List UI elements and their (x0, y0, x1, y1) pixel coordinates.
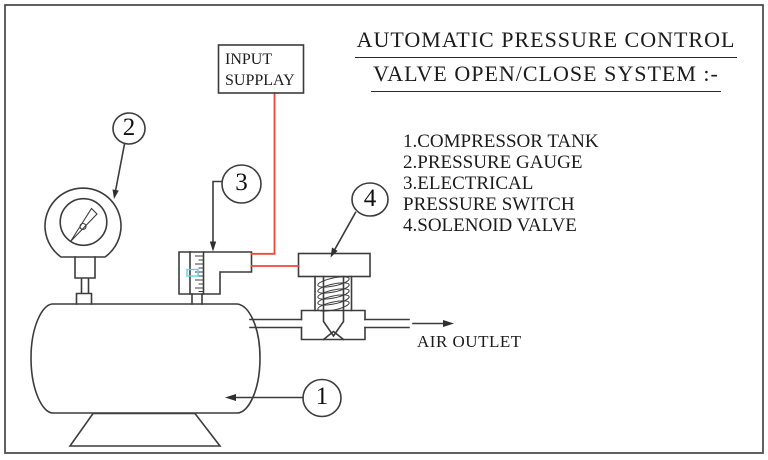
input-supply-label: INPUT SUPPLAY (225, 49, 299, 91)
legend-item-1: 1.COMPRESSOR TANK (403, 131, 599, 152)
balloon-1 (225, 378, 342, 418)
arrowhead-icon (112, 189, 119, 199)
legend-item-2: 2.PRESSURE GAUGE (403, 152, 583, 173)
legend-list: 1.COMPRESSOR TANK 2.PRESSURE GAUGE 3.ELE… (403, 131, 628, 236)
balloon-4 (330, 182, 389, 258)
switch-dividers (189, 251, 205, 295)
gauge-stem (74, 256, 96, 305)
input-supply-box (217, 44, 305, 94)
valve-seat (322, 330, 345, 341)
switch-stem (191, 293, 203, 305)
valve-needle (322, 275, 345, 338)
balloon-2-circle (112, 112, 146, 145)
valve-outlet-pipe (364, 318, 410, 329)
legend-item-3: 3.ELECTRICAL PRESSURE SWITCH (403, 173, 575, 215)
air-outlet-arrow-icon (412, 320, 454, 327)
diagram-title-line2: VALVE OPEN/CLOSE SYSTEM :- (371, 58, 721, 92)
legend-item-4: 4.SOLENOID VALVE (403, 215, 577, 236)
air-outlet-label: AIR OUTLET (417, 332, 522, 351)
balloon-2-number: 2 (122, 113, 136, 141)
supply-to-switch-wire (250, 92, 276, 255)
arrowhead-icon (225, 394, 236, 401)
valve-spring (317, 276, 350, 312)
switch-setpoint-marker (186, 268, 199, 277)
input-supply-line1: INPUT (225, 51, 273, 68)
electrical-wires (250, 92, 300, 267)
diagram-title-line1: AUTOMATIC PRESSURE CONTROL (354, 24, 738, 58)
gauge-needle-icon (70, 207, 98, 242)
gauge-needle-hub (79, 222, 87, 231)
tank-body (30, 303, 261, 414)
solenoid-coil-housing (297, 252, 371, 278)
page-border (4, 4, 764, 454)
pressure-switch (178, 251, 253, 305)
tank-to-valve-pipe (249, 318, 303, 329)
balloon-4-number: 4 (363, 184, 377, 212)
valve-stem-housing (314, 275, 353, 312)
diagram-title: AUTOMATIC PRESSURE CONTROL VALVE OPEN/CL… (338, 24, 754, 92)
piping (249, 318, 454, 329)
solenoid-valve (297, 252, 371, 341)
gauge-housing (44, 187, 122, 258)
tank-base (68, 412, 222, 447)
arrowhead-icon (330, 247, 338, 258)
balloon-4-circle (351, 182, 389, 217)
balloon-2 (112, 112, 146, 199)
input-supply-line2: SUPPLAY (225, 72, 295, 89)
balloon-3-number: 3 (235, 168, 248, 196)
switch-outline (178, 251, 253, 295)
compressor-tank (30, 303, 261, 447)
pressure-gauge (44, 187, 122, 305)
arrowhead-icon (209, 241, 217, 252)
balloon-1-number: 1 (315, 382, 329, 410)
balloon-3 (209, 164, 262, 252)
switch-scale-ticks (195, 255, 204, 292)
balloon-3-circle (221, 164, 262, 204)
gauge-dial (59, 197, 108, 247)
valve-body (300, 309, 366, 341)
